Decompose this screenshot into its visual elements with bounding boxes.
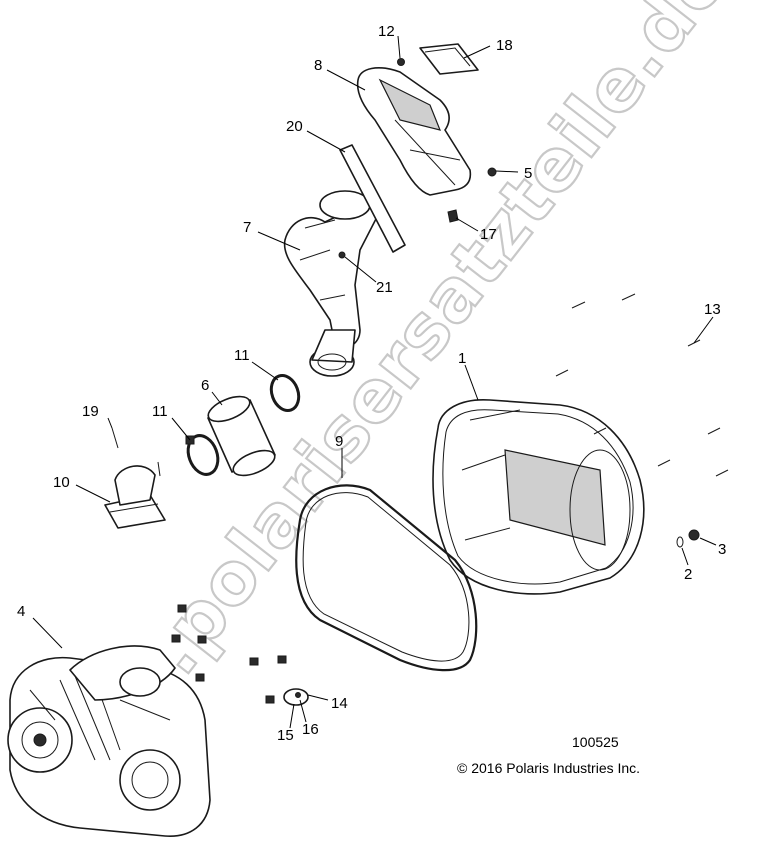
part-8-air-box — [356, 67, 472, 196]
copyright-notice: © 2016 Polaris Industries Inc. — [457, 760, 640, 776]
callout-15: 15 — [277, 727, 294, 744]
callout-13: 13 — [704, 301, 721, 318]
part-6-tube — [207, 395, 276, 477]
callout-9: 9 — [335, 433, 343, 450]
callout-1: 1 — [458, 350, 466, 367]
callout-8: 8 — [314, 57, 322, 74]
callout-2: 2 — [684, 566, 692, 583]
leader-lines — [32, 35, 717, 729]
drawing-number: 100525 — [572, 734, 619, 750]
callout-19: 20 — [286, 118, 303, 135]
part-9-drive-belt — [295, 484, 478, 672]
part-10-small-duct — [104, 465, 166, 529]
callout-12: 12 — [378, 23, 395, 40]
callout-11-lower: 11 — [152, 403, 168, 420]
part-19-strip — [339, 144, 406, 253]
callout-7: 7 — [243, 219, 251, 236]
callout-10: 10 — [53, 474, 70, 491]
part-4-outer-cover — [7, 645, 211, 837]
part-1-inner-cover — [432, 399, 645, 595]
callout-4: 4 — [17, 603, 25, 620]
callouts: 12 18 8 20 5 17 7 21 13 1 11 6 11 19 9 1… — [17, 23, 726, 744]
callout-21: 21 — [376, 279, 393, 296]
part-18-foam-seal — [419, 43, 479, 75]
callout-6: 6 — [201, 377, 209, 394]
callout-3: 3 — [718, 541, 726, 558]
callout-16: 16 — [302, 721, 319, 738]
callout-5: 5 — [524, 165, 532, 182]
callout-11-upper: 11 — [234, 347, 250, 364]
part-11-clamp-upper — [269, 374, 301, 412]
callout-17: 17 — [480, 226, 497, 243]
part-7-intake-duct — [283, 190, 380, 377]
callout-14: 14 — [331, 695, 348, 712]
callout-18: 18 — [496, 37, 513, 54]
callout-20: 19 — [82, 403, 99, 420]
